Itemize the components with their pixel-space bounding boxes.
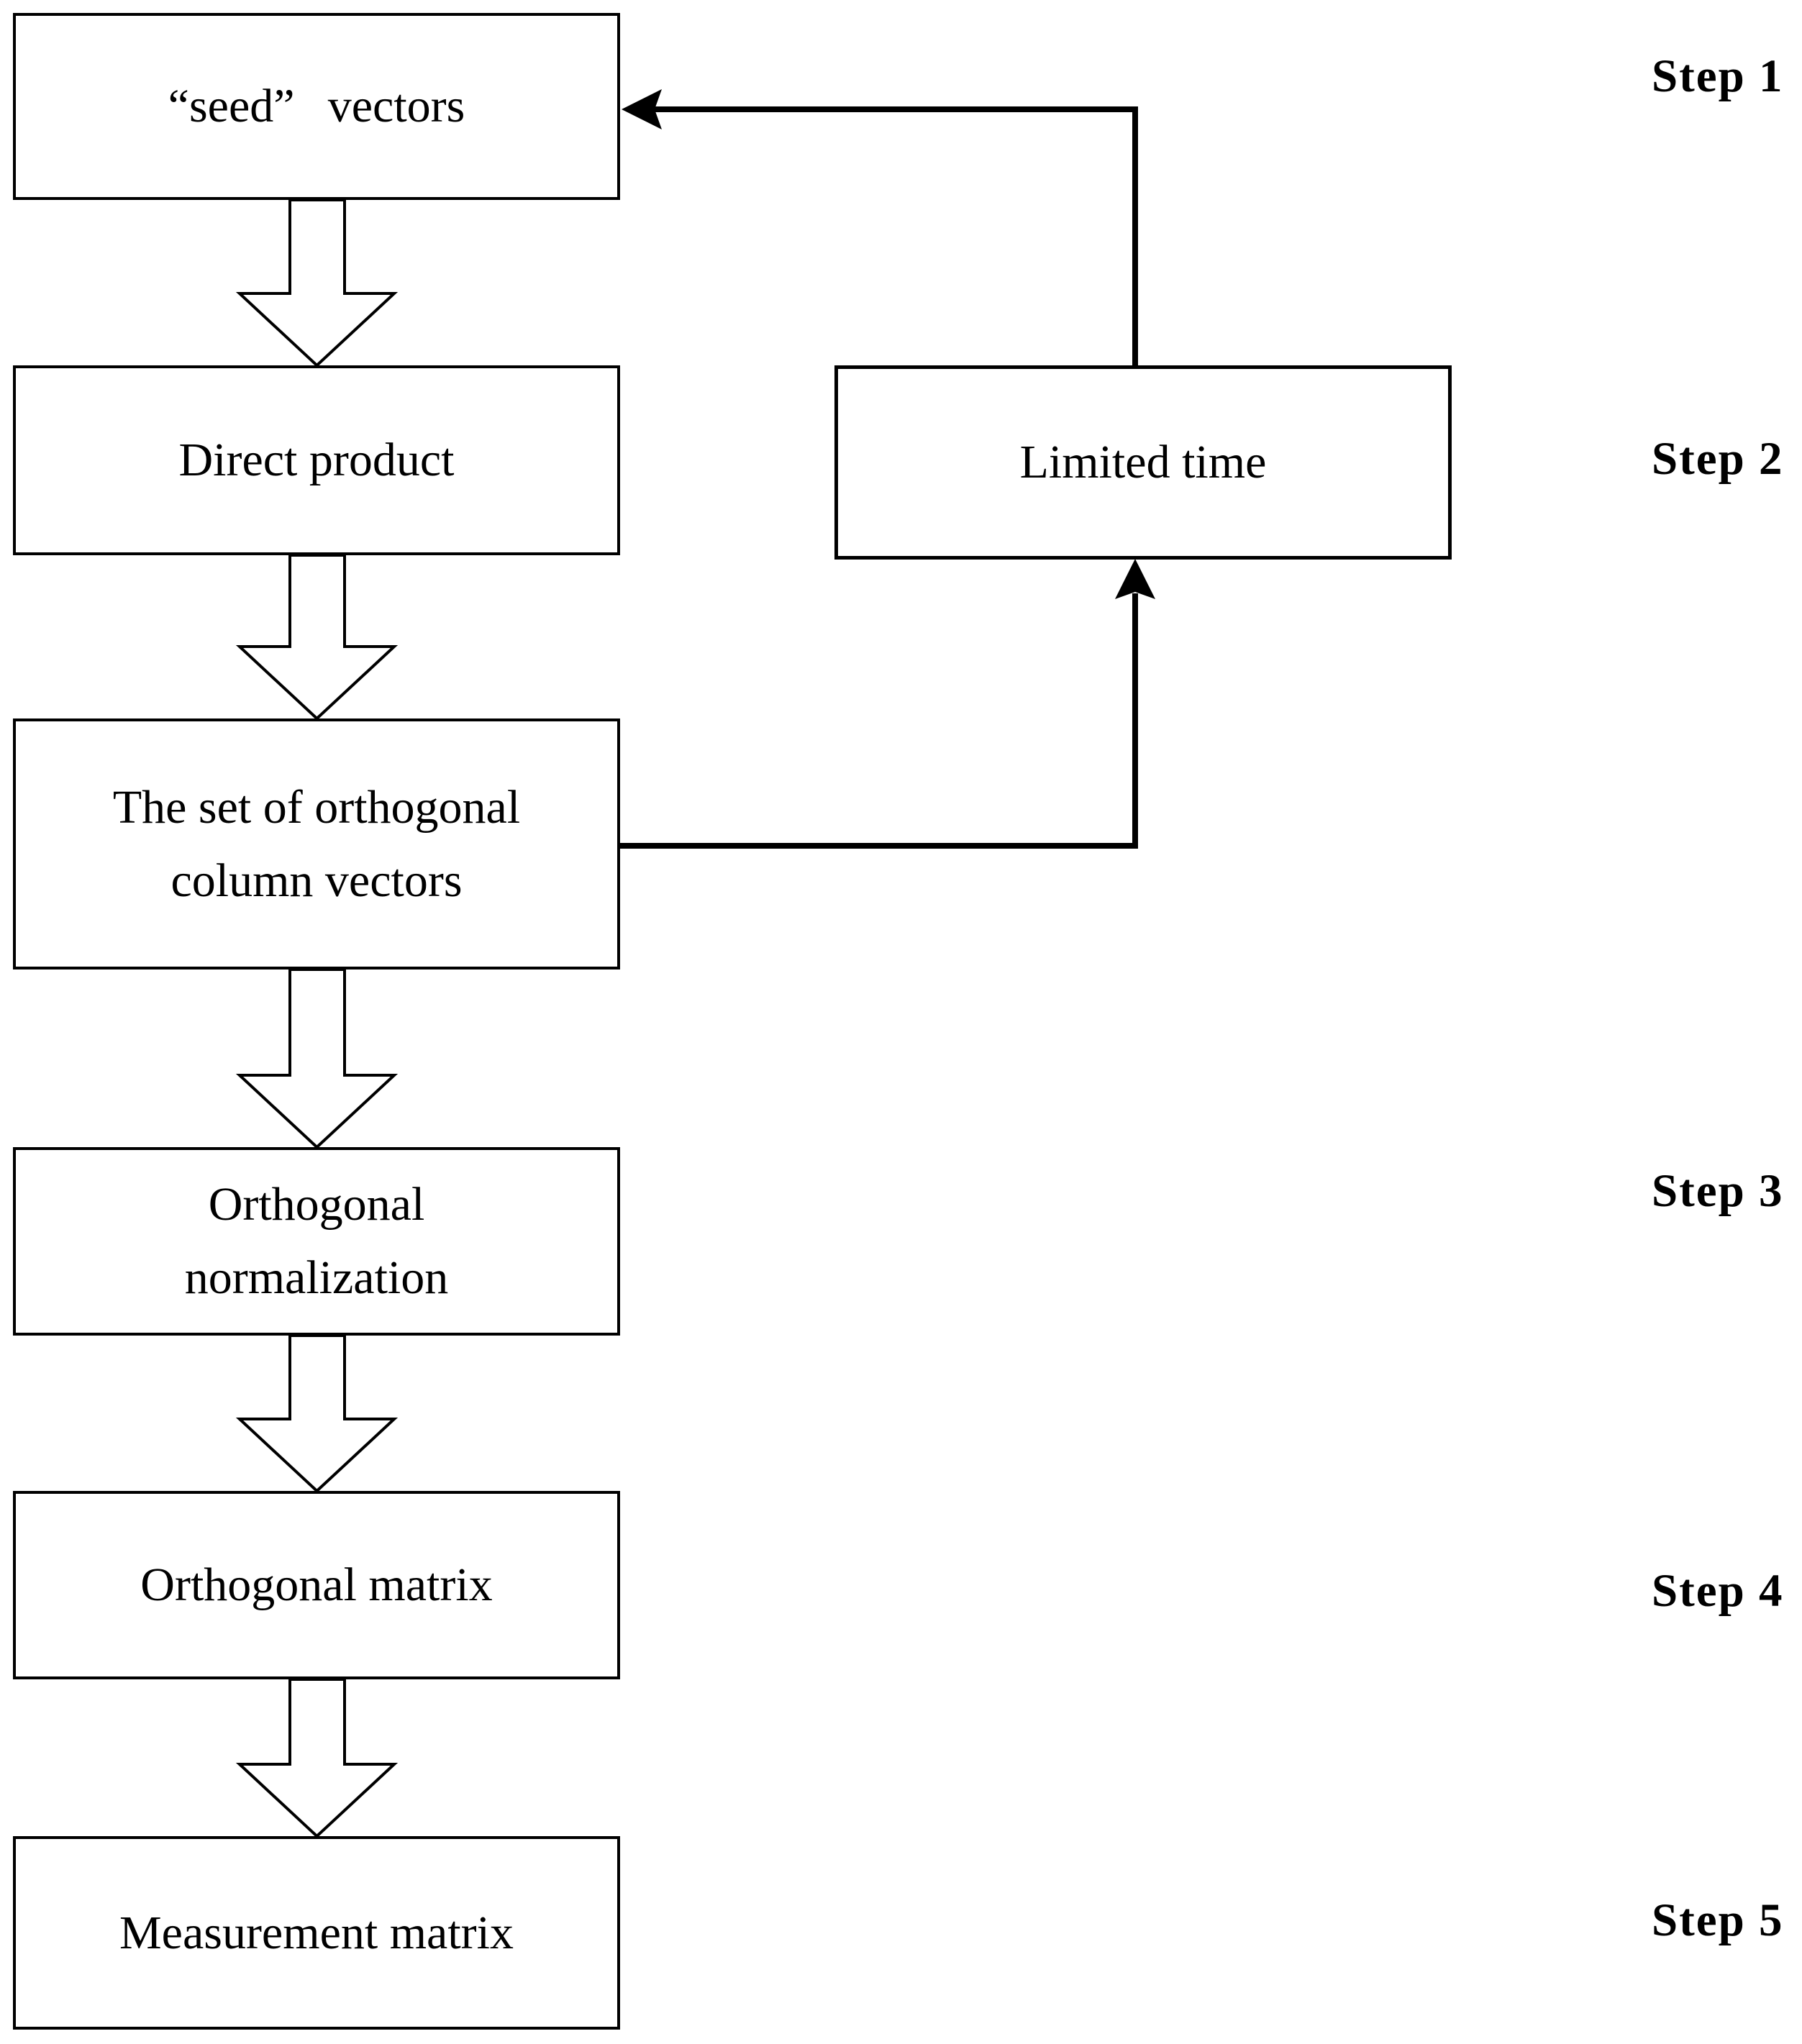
flow-box-seed-vectors: “seed” vectors xyxy=(13,13,620,200)
flow-box-orthogonal-column-vectors-label-line1: The set of orthogonal xyxy=(112,780,521,834)
feedback-line-upper-vertical xyxy=(1132,106,1138,368)
flow-box-orthogonal-matrix: Orthogonal matrix xyxy=(13,1491,620,1679)
block-arrow-down-icon-5 xyxy=(235,1678,399,1838)
block-arrow-down-icon-1 xyxy=(235,199,399,368)
step-label-2: Step 2 xyxy=(1652,433,1784,485)
feedback-line-lower-vertical xyxy=(1132,593,1138,849)
arrowhead-left-icon xyxy=(622,89,662,129)
flow-box-direct-product: Direct product xyxy=(13,365,620,555)
flow-box-measurement-matrix: Measurement matrix xyxy=(13,1836,620,2030)
block-arrow-down-icon-2 xyxy=(235,554,399,721)
flow-box-orthogonal-column-vectors: The set of orthogonal column vectors xyxy=(13,718,620,969)
step-label-4: Step 4 xyxy=(1652,1565,1784,1617)
side-box-limited-time: Limited time xyxy=(834,365,1452,560)
step-label-5: Step 5 xyxy=(1652,1894,1784,1946)
block-arrow-down-icon-3 xyxy=(235,968,399,1149)
flow-box-orthogonal-normalization: Orthogonal normalization xyxy=(13,1147,620,1336)
flow-box-seed-vectors-label: “seed” vectors xyxy=(168,80,465,132)
step-label-1: Step 1 xyxy=(1652,50,1784,102)
flow-box-direct-product-label: Direct product xyxy=(178,434,455,486)
flow-box-measurement-matrix-label: Measurement matrix xyxy=(119,1906,514,1959)
step-label-3: Step 3 xyxy=(1652,1165,1784,1217)
flow-box-orthogonal-column-vectors-label-line2: column vectors xyxy=(170,854,463,907)
feedback-line-upper-horizontal xyxy=(655,106,1138,112)
block-arrow-down-icon-4 xyxy=(235,1334,399,1493)
feedback-line-lower-horizontal xyxy=(620,843,1138,849)
side-box-limited-time-label: Limited time xyxy=(1019,436,1267,488)
arrowhead-up-icon xyxy=(1115,559,1155,599)
flow-box-orthogonal-normalization-label-line1: Orthogonal xyxy=(208,1178,425,1231)
flow-box-orthogonal-normalization-label-line2: normalization xyxy=(184,1251,449,1304)
flow-box-orthogonal-matrix-label: Orthogonal matrix xyxy=(140,1559,493,1611)
